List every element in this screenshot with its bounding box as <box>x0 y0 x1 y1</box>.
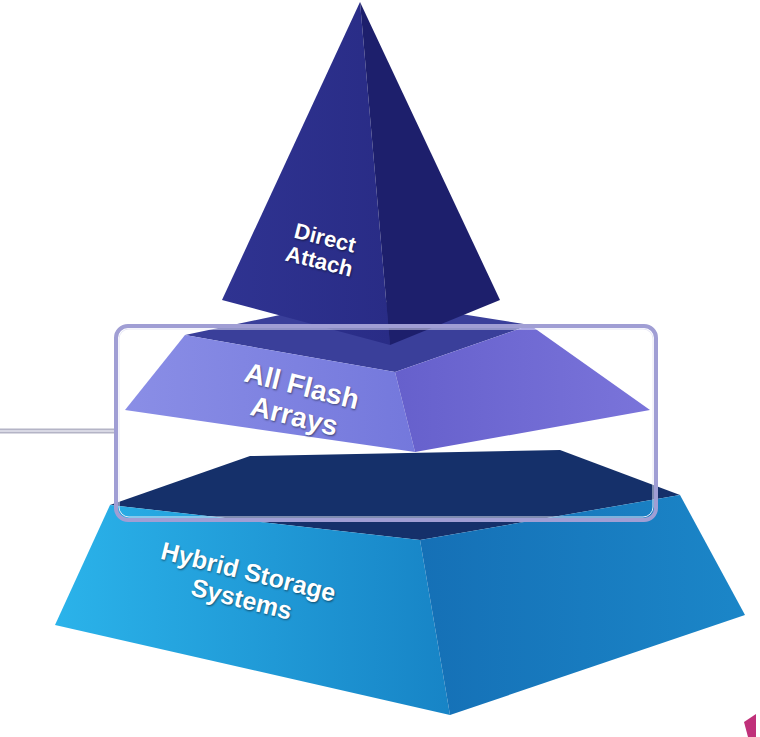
bottom-tier-left-face <box>55 505 450 715</box>
tier-text: Hybrid Storage Systems <box>126 530 364 639</box>
leader-line <box>0 429 116 434</box>
tier-text: Direct Attach <box>257 212 387 288</box>
middle-tier-right-face <box>395 325 650 452</box>
bottom-tier-right-face <box>420 495 745 715</box>
tier-label-middle: All Flash Arrays <box>207 348 389 457</box>
corner-mark <box>744 714 756 737</box>
tier-label-top: Direct Attach <box>252 207 392 293</box>
highlight-box-inner <box>119 329 653 517</box>
top-pyramid-right-face <box>360 2 500 345</box>
leader-line-highlight <box>0 430 116 432</box>
tier-label-bottom: Hybrid Storage Systems <box>121 525 369 644</box>
tier-text: All Flash Arrays <box>212 353 384 452</box>
middle-tier-left-face <box>125 335 415 452</box>
highlight-box <box>116 326 656 520</box>
